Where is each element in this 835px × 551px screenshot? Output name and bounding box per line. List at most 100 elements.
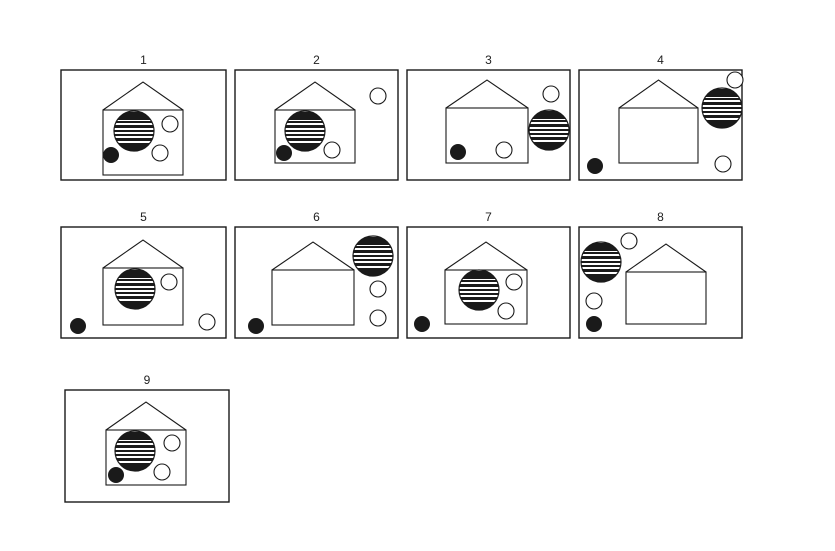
stripe xyxy=(529,111,569,119)
panel-9 xyxy=(64,389,230,503)
panel-label-4: 4 xyxy=(657,53,664,67)
house-roof xyxy=(102,239,184,269)
house-body xyxy=(444,269,528,325)
panel-label-3: 3 xyxy=(485,53,492,67)
panel-2 xyxy=(234,69,399,181)
house-body xyxy=(102,267,184,326)
stripe xyxy=(459,284,499,287)
panel-7 xyxy=(406,226,571,339)
stripe xyxy=(114,134,154,136)
open-circle xyxy=(161,115,179,133)
open-circle xyxy=(369,309,387,327)
stripe xyxy=(114,143,154,151)
house-body xyxy=(105,429,187,486)
stripe xyxy=(459,293,499,295)
striped-circle-outline xyxy=(284,110,326,152)
stripe xyxy=(115,288,155,290)
stripe xyxy=(114,112,154,120)
open-circle xyxy=(160,273,178,291)
house-body xyxy=(274,109,356,164)
panel-frame xyxy=(64,389,230,503)
stripe xyxy=(581,243,621,251)
open-circle xyxy=(714,155,732,173)
open-circle xyxy=(151,144,169,162)
stripe xyxy=(285,130,325,132)
striped-circle-stripes xyxy=(702,89,742,128)
stripe xyxy=(459,280,499,282)
house-roof xyxy=(618,79,699,109)
house-roof xyxy=(271,241,355,271)
panel-3 xyxy=(406,69,571,181)
panel-frame xyxy=(578,69,743,181)
open-circle xyxy=(505,273,523,291)
stripe xyxy=(115,283,155,286)
stripe xyxy=(114,130,154,132)
open-circle xyxy=(585,292,603,310)
panel-label-8: 8 xyxy=(657,210,664,224)
panel-frame xyxy=(406,69,571,181)
house-roof xyxy=(625,243,707,273)
striped-circle-stripes xyxy=(115,432,155,471)
panel-frame xyxy=(234,226,399,339)
house-body xyxy=(271,269,355,326)
panel-5 xyxy=(60,226,227,339)
stripe xyxy=(459,271,499,279)
panel-4 xyxy=(578,69,744,181)
stripe xyxy=(581,265,621,267)
black-dot xyxy=(276,145,292,161)
stripe xyxy=(529,137,569,140)
striped-circle-stripes xyxy=(529,111,569,150)
black-dot xyxy=(587,158,603,174)
stripe xyxy=(529,133,569,135)
stripe xyxy=(353,246,393,248)
black-dot xyxy=(70,318,86,334)
striped-circle-stripes xyxy=(581,243,621,282)
stripe xyxy=(459,289,499,291)
stripe xyxy=(115,292,155,294)
stripe xyxy=(529,129,569,131)
striped-circle-outline xyxy=(528,109,570,151)
stripe xyxy=(529,120,569,122)
open-circle xyxy=(323,141,341,159)
striped-circle-outline xyxy=(458,269,500,311)
striped-circle-outline xyxy=(113,110,155,152)
stripe xyxy=(529,142,569,150)
house-body xyxy=(618,107,699,164)
house-body xyxy=(102,109,184,176)
house-body xyxy=(445,107,529,164)
stripe xyxy=(581,256,621,259)
house-roof xyxy=(445,79,529,109)
panel-6 xyxy=(234,226,399,339)
stripe xyxy=(115,441,155,443)
stripe xyxy=(115,463,155,471)
stripe xyxy=(115,445,155,448)
stripe xyxy=(702,102,742,105)
stripe xyxy=(353,255,393,257)
stripe xyxy=(702,89,742,97)
panel-frame xyxy=(60,226,227,339)
striped-circle-outline xyxy=(352,235,394,277)
stripe xyxy=(353,250,393,253)
open-circle xyxy=(542,85,560,103)
striped-circle-stripes xyxy=(115,270,155,309)
stripe xyxy=(115,270,155,278)
house-roof xyxy=(105,401,187,431)
striped-circle-outline xyxy=(701,87,743,129)
stripe xyxy=(702,111,742,113)
stripe xyxy=(353,237,393,245)
striped-circle-outline xyxy=(114,430,156,472)
open-circle xyxy=(495,141,513,159)
open-circle xyxy=(726,71,744,89)
stripe xyxy=(115,450,155,452)
panel-frame xyxy=(60,69,227,181)
stripe xyxy=(353,259,393,261)
striped-circle-outline xyxy=(114,268,156,310)
stripe xyxy=(285,134,325,136)
black-dot xyxy=(586,316,602,332)
stripe xyxy=(285,125,325,128)
stripe xyxy=(114,125,154,128)
stripe xyxy=(115,279,155,281)
open-circle xyxy=(163,434,181,452)
house-body xyxy=(625,271,707,325)
